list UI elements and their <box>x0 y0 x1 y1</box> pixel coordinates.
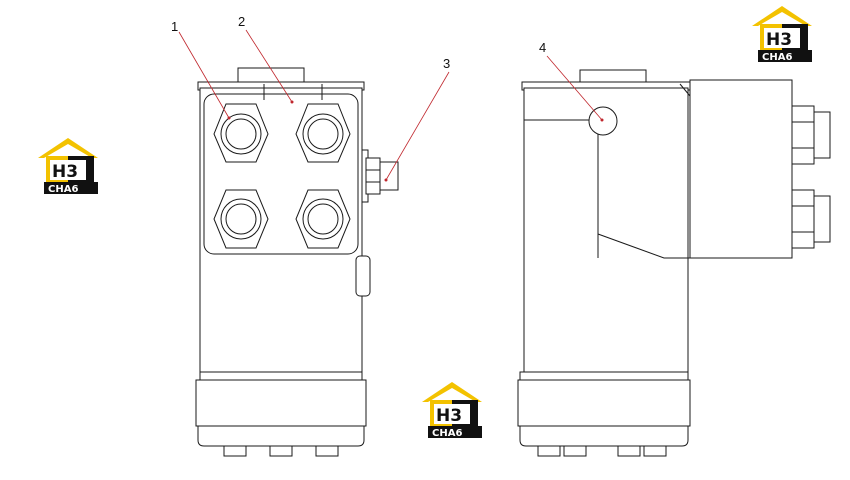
base-flange <box>197 425 365 447</box>
watermark-logo: H3 CHA6 <box>422 382 482 439</box>
side-fitting <box>791 105 831 165</box>
side-plug <box>361 149 399 203</box>
port-fitting <box>213 189 269 249</box>
watermark-logo: H3 CHA6 <box>752 6 812 63</box>
main-body <box>523 87 689 373</box>
svg-text:CHA6: CHA6 <box>762 52 792 63</box>
lower-housing <box>517 379 691 427</box>
lower-collar <box>519 371 689 381</box>
callout-label: 4 <box>539 40 546 55</box>
bottom-studs <box>223 445 339 457</box>
port-fitting <box>295 103 351 163</box>
watermark-logo: H3 CHA6 <box>38 138 98 195</box>
port-fitting <box>295 189 351 249</box>
callout-3: 3 <box>384 56 450 182</box>
callout-1: 1 <box>171 19 231 120</box>
side-view <box>517 69 831 457</box>
lower-collar <box>199 371 363 381</box>
svg-text:H3: H3 <box>52 162 78 182</box>
side-lug <box>355 255 371 297</box>
callout-2: 2 <box>238 14 294 104</box>
port-fitting <box>213 103 269 163</box>
callout-label: 2 <box>238 14 245 29</box>
lower-housing <box>195 379 367 427</box>
callout-4: 4 <box>539 40 604 122</box>
svg-text:CHA6: CHA6 <box>432 428 462 439</box>
svg-text:H3: H3 <box>766 30 792 50</box>
base-flange <box>519 425 689 447</box>
bottom-studs <box>537 445 667 457</box>
callout-label: 3 <box>443 56 450 71</box>
callout-label: 1 <box>171 19 178 34</box>
svg-text:H3: H3 <box>436 406 462 426</box>
side-fitting <box>791 189 831 249</box>
port-block <box>689 79 793 259</box>
svg-text:CHA6: CHA6 <box>48 184 78 195</box>
front-view <box>195 67 399 457</box>
